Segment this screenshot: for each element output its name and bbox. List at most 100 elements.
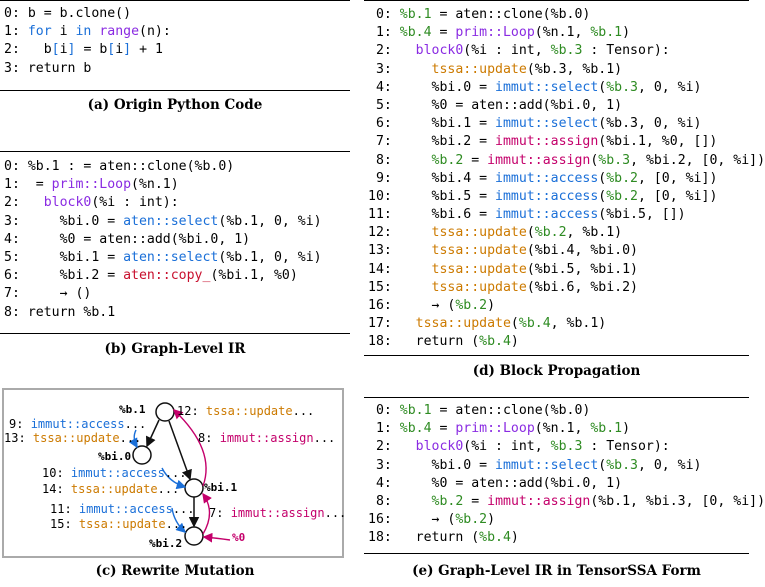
- label-assign-8: 8: immut::assign...: [198, 431, 335, 445]
- code-token: 10: %bi.5 =: [368, 188, 496, 204]
- code-token: 10:: [42, 466, 71, 480]
- mutation-graph-box: %b.1 %bi.0 %bi.1 %bi.2 %0 9: immut::acce…: [2, 388, 346, 558]
- code-token: immut::select: [495, 79, 599, 95]
- code-token: (: [598, 188, 607, 204]
- panel-e-top-rule: [364, 397, 749, 398]
- code-token: (n):: [139, 24, 171, 40]
- code-token: 1:: [368, 421, 400, 437]
- label-access-10: 10: immut::access...: [42, 466, 187, 480]
- panel-b-top-rule: [0, 151, 350, 152]
- code-token: 2:: [368, 43, 416, 59]
- code-token: 12:: [368, 225, 432, 241]
- code-token: ]: [123, 42, 132, 58]
- code-token: immut::access: [30, 417, 125, 431]
- label-access-9: 9: immut::access...: [9, 417, 146, 431]
- code-token: i: [59, 42, 68, 58]
- code-token: %b.1: [399, 403, 432, 418]
- code-token: 1:: [368, 25, 400, 41]
- code-token: prim::Loop: [51, 177, 132, 193]
- code-token: (: [526, 225, 535, 241]
- edge-assign-8: [172, 409, 207, 487]
- caption-b: (b) Graph-Level IR: [104, 341, 246, 357]
- code-line: 16: → (%b.2): [368, 297, 765, 315]
- code-token: i: [51, 24, 76, 40]
- node-label-bi1: %bi.1: [204, 481, 238, 494]
- code-token: (%bi.1, %0, []): [598, 134, 718, 150]
- code-token: 16: → (: [368, 512, 456, 528]
- code-line: 2: block0(%i : int):: [4, 194, 322, 212]
- code-line: 3: %bi.0 = immut::select(%b.3, 0, %i): [368, 457, 765, 475]
- code-token: 8:: [198, 431, 220, 445]
- code-token: %b.3: [606, 79, 638, 95]
- edge-assign-7: [202, 492, 212, 535]
- code-token: ...: [165, 517, 188, 531]
- code-line: 0: %b.1 : = aten::clone(%b.0): [4, 158, 322, 176]
- code-token: 3: %bi.0 =: [4, 213, 124, 229]
- code-token: (%i : int,: [463, 43, 551, 59]
- code-token: immut::assign: [230, 506, 325, 520]
- code-token: =: [463, 152, 488, 168]
- code-token: , %b.1): [550, 316, 607, 332]
- code-line: 16: → (%b.2): [368, 511, 765, 529]
- code-token: =: [463, 493, 488, 509]
- node-label-b1: %b.1: [119, 403, 146, 416]
- caption-a: (a) Origin Python Code: [87, 97, 263, 113]
- edge-b1-bi0: [146, 419, 160, 448]
- code-line: 1: = prim::Loop(%n.1): [4, 176, 322, 194]
- code-token: (: [598, 79, 607, 95]
- node-b1: [155, 402, 175, 422]
- caption-d: (d) Block Propagation: [472, 363, 641, 379]
- node-bi2: [184, 526, 204, 546]
- code-token: : Tensor):: [582, 43, 670, 59]
- code-token: , [0, %i]): [637, 170, 718, 186]
- panel-b-bottom-rule: [0, 333, 350, 334]
- code-token: %b.4: [479, 334, 511, 350]
- graph-ir-code-block: 0: %b.1 : = aten::clone(%b.0)1: = prim::…: [4, 158, 322, 322]
- label-update-15: 15: tssa::update...: [50, 517, 187, 531]
- code-line: 12: tssa::update(%b.2, %b.1): [368, 224, 765, 242]
- code-token: tssa::update: [78, 517, 166, 531]
- code-token: ...: [119, 431, 142, 445]
- node-bi1: [184, 478, 204, 498]
- code-token: ): [622, 25, 631, 41]
- code-token: %b.3: [550, 439, 583, 455]
- code-token: %b.3: [606, 457, 638, 473]
- code-token: prim::Loop: [455, 25, 535, 41]
- code-token: (: [598, 170, 607, 186]
- edge-access-11: [171, 507, 187, 533]
- code-token: 2:: [368, 439, 416, 455]
- code-token: 14:: [368, 261, 432, 277]
- code-token: for: [27, 24, 52, 40]
- code-token: 4: %0 = aten::add(%bi.0, 1): [4, 231, 251, 247]
- code-token: ...: [124, 417, 147, 431]
- label-access-11: 11: immut::access...: [50, 502, 195, 516]
- code-token: 7: → (): [4, 286, 92, 302]
- code-token: 0:: [368, 7, 400, 22]
- code-token: aten::select: [123, 249, 219, 265]
- code-token: 12:: [177, 404, 206, 418]
- code-token: %b.4: [479, 530, 511, 546]
- code-token: block0: [43, 195, 92, 211]
- code-token: aten::select: [123, 213, 219, 229]
- code-token: 9: %bi.4 =: [368, 170, 496, 186]
- code-token: 4: %0 = aten::add(%bi.0, 1): [368, 475, 623, 491]
- panel-a-bottom-rule: [0, 90, 350, 91]
- code-token: 6: %bi.2 =: [4, 268, 124, 284]
- code-token: immut::assign: [487, 152, 591, 168]
- code-token: tssa::update: [431, 279, 527, 295]
- code-token: 18: return (: [368, 530, 480, 546]
- code-token: (%n.1): [131, 177, 179, 193]
- code-token: 1: =: [4, 177, 52, 193]
- panel-d-top-rule: [364, 0, 749, 1]
- code-line: 4: %0 = aten::add(%bi.0, 1): [368, 475, 765, 493]
- code-line: 8: %b.2 = immut::assign(%b.3, %bi.2, [0,…: [368, 152, 765, 170]
- code-line: 1: %b.4 = prim::Loop(%n.1, %b.1): [368, 24, 765, 42]
- code-token: (: [590, 152, 599, 168]
- code-token: (%b.3, 0, %i): [598, 116, 702, 132]
- code-line: 2: b[i] = b[i] + 1: [4, 41, 171, 59]
- code-token: %b.2: [606, 170, 638, 186]
- caption-c: (c) Rewrite Mutation: [95, 563, 255, 579]
- node-label-bi2: %bi.2: [149, 537, 183, 550]
- code-token: 16: → (: [368, 298, 456, 313]
- tensorssa-code-block: 0: %b.1 = aten::clone(%b.0) 1: %b.4 = pr…: [368, 402, 765, 548]
